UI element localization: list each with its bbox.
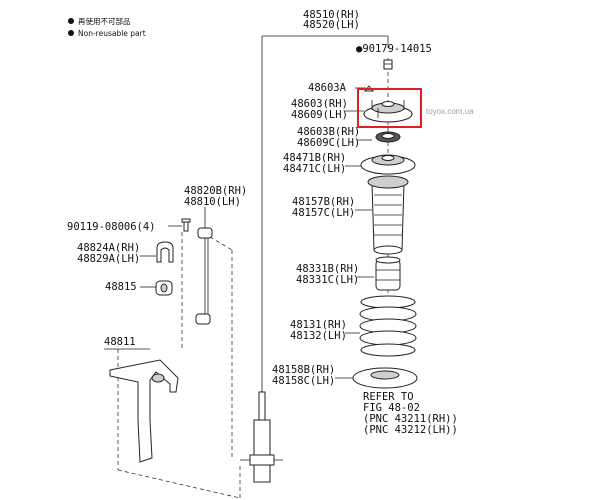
label-nut-cap: 48603A (308, 82, 347, 94)
legend-text-jp: 再使用不可部品 (78, 16, 131, 26)
refer-note-line4: (PNC 43212(LH)) (363, 424, 458, 436)
label-strut-rh: 48510(RH) (303, 9, 360, 21)
lower-insulator (352, 367, 418, 389)
refer-note-line3: (PNC 43211(RH)) (363, 413, 458, 425)
stabilizer-leaders (104, 207, 241, 499)
support-mount-highlight (357, 88, 422, 128)
legend: 再使用不可部品 Non-reusable part (68, 16, 146, 38)
label-dust-boot-lh: 48157C(LH) (292, 207, 355, 219)
label-support-lh: 48609(LH) (291, 109, 348, 121)
stabilizer-link (195, 227, 213, 325)
label-stabilizer-bar: 48811 (104, 336, 136, 348)
support-mount (363, 100, 413, 123)
watermark: toyox.com.ua (426, 107, 474, 116)
label-bracket-rh: 48824A(RH) (77, 242, 140, 254)
label-bushing: 48815 (105, 281, 137, 293)
label-stab-link-rh: 48820B(RH) (184, 185, 247, 197)
bump-stop (375, 256, 401, 291)
label-dust-boot-rh: 48157B(RH) (292, 196, 355, 208)
legend-text-en: Non-reusable part (78, 29, 146, 38)
bearing (375, 131, 401, 143)
nut (383, 59, 393, 70)
stabilizer-bar (109, 359, 179, 463)
label-lower-insulator-rh: 48158B(RH) (272, 364, 335, 376)
upper-spring-seat (360, 154, 416, 175)
label-bracket-lh: 48829A(LH) (77, 253, 140, 265)
bolt (181, 218, 191, 232)
refer-note-line1: REFER TO (363, 391, 414, 403)
label-coil-spring-rh: 48131(RH) (290, 319, 347, 331)
label-bump-stop-lh: 48331C(LH) (296, 274, 359, 286)
label-coil-spring-lh: 48132(LH) (290, 330, 347, 342)
label-support-rh: 48603(RH) (291, 98, 348, 110)
label-upper-seat-lh: 48471C(LH) (283, 163, 346, 175)
label-upper-seat-rh: 48471B(RH) (283, 152, 346, 164)
label-nut: ●90179-14015 (356, 43, 432, 55)
label-bolt: 90119-08006(4) (67, 221, 156, 233)
non-reusable-marker-icon (68, 30, 74, 36)
label-bump-stop-rh: 48331B(RH) (296, 263, 359, 275)
label-bearing-rh: 48603B(RH) (297, 126, 360, 138)
refer-note-line2: FIG 48-02 (363, 402, 420, 414)
bracket (156, 241, 174, 263)
label-stab-link-lh: 48810(LH) (184, 196, 241, 208)
label-lower-insulator-lh: 48158C(LH) (272, 375, 335, 387)
dust-boot (367, 175, 409, 255)
non-reusable-marker-icon (68, 18, 74, 24)
bushing (155, 280, 173, 296)
label-strut-lh: 48520(LH) (303, 19, 360, 31)
coil-spring (359, 295, 417, 357)
label-bearing-lh: 48609C(LH) (297, 137, 360, 149)
shock-absorber (239, 391, 283, 498)
